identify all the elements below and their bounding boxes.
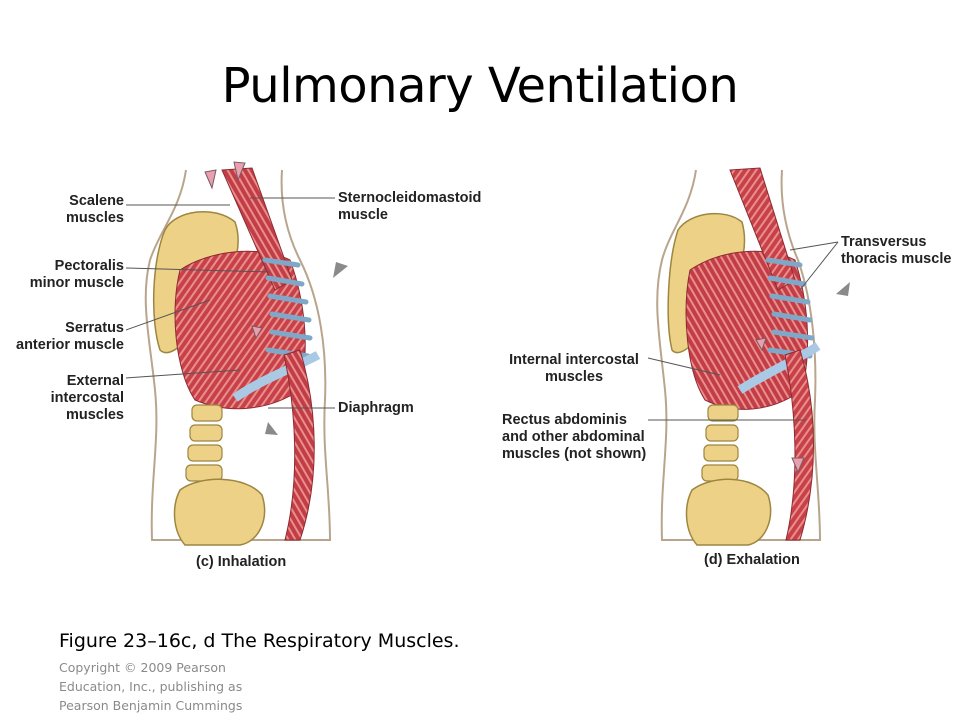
label-external-intercostal: External intercostal muscles	[50, 373, 124, 423]
body-outline-c	[144, 169, 332, 541]
label-serratus-anterior: Serratus anterior muscle	[16, 320, 124, 353]
label-transversus-thoracis: Transversus thoracis muscle	[841, 234, 952, 267]
pelvis-d	[685, 478, 772, 546]
rectus-strip-c	[283, 349, 315, 541]
spine-d	[701, 404, 739, 482]
slide-title: Pulmonary Ventilation	[221, 58, 739, 114]
label-internal-intercostal: Internal intercostal muscles	[509, 352, 639, 385]
movement-arrows-d	[755, 282, 850, 474]
rectus-strip-d	[784, 349, 814, 541]
copyright-notice: Copyright © 2009 Pearson Education, Inc.…	[59, 660, 243, 713]
spine-c	[185, 404, 223, 482]
movement-arrows-c	[204, 161, 348, 435]
diaphragm-c	[232, 351, 321, 402]
pelvis-c	[173, 478, 266, 546]
label-scalene-muscles: Scalene muscles	[65, 193, 124, 226]
figure-caption: Figure 23–16c, d The Respiratory Muscles…	[59, 630, 460, 652]
leader-lines-d	[647, 241, 839, 421]
label-pectoralis-minor: Pectoralis minor muscle	[29, 258, 124, 291]
label-rectus-abdominis: Rectus abdominis and other abdominal mus…	[502, 412, 647, 462]
panel-label-inhalation: (c) Inhalation	[196, 554, 287, 570]
exhalation-illustration	[647, 167, 850, 546]
label-diaphragm: Diaphragm	[338, 400, 414, 416]
leader-lines-c	[125, 197, 335, 409]
panel-label-exhalation: (d) Exhalation	[704, 552, 800, 568]
respiratory-muscles-figure	[125, 161, 850, 546]
label-sternocleidomastoid: Sternocleidomastoid muscle	[338, 190, 482, 223]
diaphragm-d	[737, 342, 821, 394]
inhalation-illustration	[125, 161, 348, 546]
